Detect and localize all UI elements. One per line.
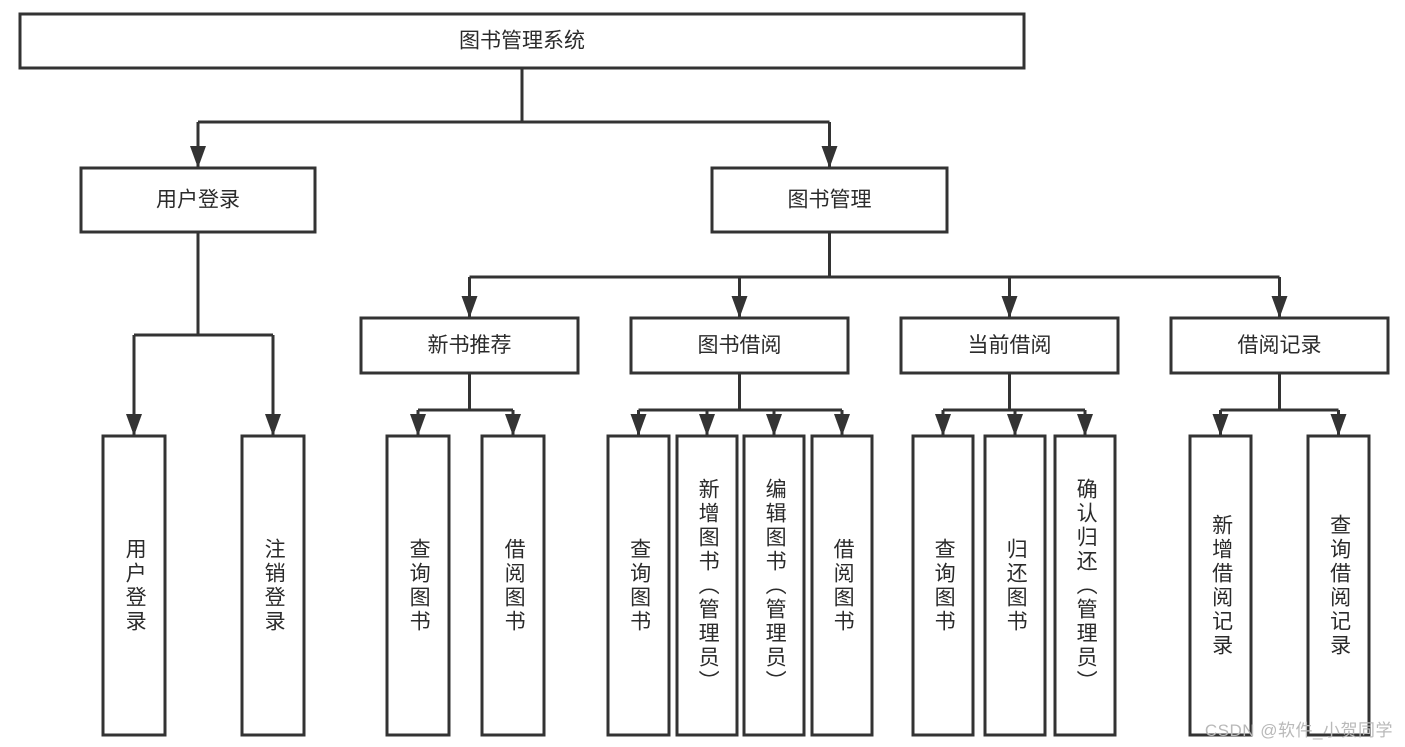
arrow-head-icon [1212, 414, 1229, 436]
node-box-leaf-confirm-return[interactable] [1053, 434, 1117, 737]
node-box-leaf-query-book-1[interactable] [385, 434, 451, 737]
arrow-head-icon [821, 146, 838, 168]
node-label-root: 图书管理系统 [459, 30, 585, 53]
node-box-book-borrow[interactable] [629, 316, 850, 375]
node-box-root[interactable] [18, 12, 1026, 70]
node-box-borrow-record[interactable] [1169, 316, 1390, 375]
node-box-leaf-borrow-book-1[interactable] [480, 434, 546, 737]
arrow-head-icon [265, 414, 281, 436]
node-label-borrow-record: 借阅记录 [1238, 334, 1322, 357]
arrow-head-icon [1001, 296, 1018, 318]
arrow-head-icon [935, 414, 951, 436]
arrow-head-icon [1271, 296, 1288, 318]
arrow-head-icon [699, 414, 715, 436]
node-box-leaf-return-book[interactable] [983, 434, 1047, 737]
node-boxes-group [18, 12, 1390, 737]
arrow-head-icon [410, 414, 426, 436]
node-box-leaf-user-login[interactable] [101, 434, 167, 737]
node-label-new-book-rec: 新书推荐 [428, 334, 512, 357]
node-label-book-borrow: 图书借阅 [698, 334, 782, 357]
arrow-head-icon [766, 414, 782, 436]
arrow-head-icon [190, 146, 206, 168]
arrow-head-icon [505, 414, 521, 436]
arrow-head-icon [126, 414, 142, 436]
node-box-leaf-user-logout[interactable] [240, 434, 306, 737]
arrow-head-icon [461, 296, 478, 318]
node-box-leaf-add-book[interactable] [675, 434, 739, 737]
node-box-leaf-query-book-2[interactable] [606, 434, 671, 737]
arrow-head-icon [731, 296, 748, 318]
arrow-head-icon [1330, 414, 1347, 436]
arrow-head-icon [834, 414, 850, 436]
connector-edges-group [126, 68, 1347, 436]
node-box-user-login[interactable] [79, 166, 317, 234]
arrow-head-icon [630, 414, 647, 436]
node-label-book-manage: 图书管理 [788, 189, 872, 212]
node-box-leaf-add-record[interactable] [1188, 434, 1253, 737]
arrow-head-icon [1077, 414, 1093, 436]
node-box-current-borrow[interactable] [899, 316, 1120, 375]
node-box-leaf-edit-book[interactable] [742, 434, 806, 737]
arrow-head-icon [1007, 414, 1023, 436]
node-box-leaf-borrow-book-2[interactable] [810, 434, 874, 737]
node-label-user-login: 用户登录 [156, 189, 240, 212]
node-box-book-manage[interactable] [710, 166, 949, 234]
node-box-leaf-query-book-3[interactable] [911, 434, 975, 737]
watermark-text: CSDN @软件_小贺同学 [1204, 721, 1393, 740]
node-box-new-book-rec[interactable] [359, 316, 580, 375]
node-box-leaf-query-record[interactable] [1306, 434, 1371, 737]
node-label-current-borrow: 当前借阅 [968, 334, 1052, 357]
